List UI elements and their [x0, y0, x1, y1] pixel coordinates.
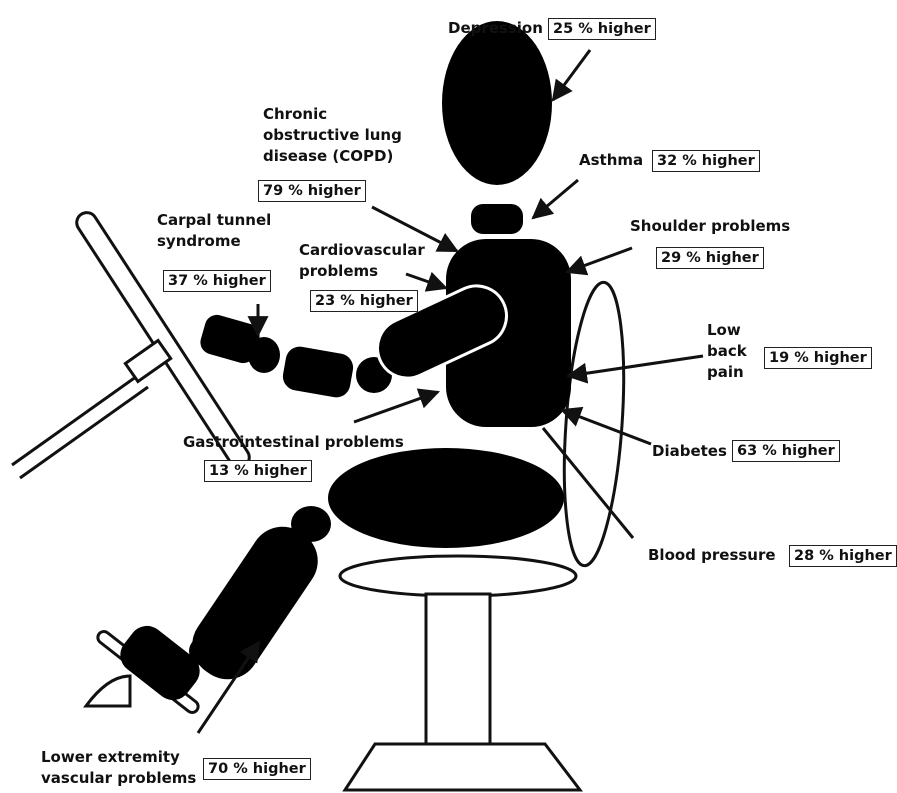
cardio-value: 23 % higher	[310, 290, 418, 312]
lowback-label-line-2: back	[707, 341, 747, 362]
copd-label-line-3: disease (COPD)	[263, 146, 402, 167]
cardio-label-line-1: Cardiovascular	[299, 240, 425, 261]
copd-value: 79 % higher	[258, 180, 366, 202]
carpal-value: 37 % higher	[163, 270, 271, 292]
lowback-label: Low back pain	[707, 320, 747, 383]
seat	[340, 556, 580, 790]
diabetes-label: Diabetes	[652, 441, 727, 462]
gastro-label: Gastrointestinal problems	[183, 432, 404, 453]
arrow-gastro	[354, 392, 438, 422]
depression-value: 25 % higher	[548, 18, 656, 40]
diabetes-value: 63 % higher	[732, 440, 840, 462]
carpal-label: Carpal tunnel syndrome	[157, 210, 271, 252]
lower-extremity-label-line-2: vascular problems	[41, 768, 196, 789]
cardio-label-line-2: problems	[299, 261, 425, 282]
copd-label-line-2: obstructive lung	[263, 125, 402, 146]
gastro-value: 13 % higher	[204, 460, 312, 482]
carpal-label-line-1: Carpal tunnel	[157, 210, 271, 231]
copd-label-line-1: Chronic	[263, 104, 402, 125]
lower-extremity-value: 70 % higher	[203, 758, 311, 780]
lowback-label-line-1: Low	[707, 320, 747, 341]
blood-pressure-value: 28 % higher	[789, 545, 897, 567]
asthma-label: Asthma	[579, 150, 643, 171]
cardio-label: Cardiovascular problems	[299, 240, 425, 282]
asthma-value: 32 % higher	[652, 150, 760, 172]
arrow-depression	[553, 50, 590, 100]
arrow-asthma	[533, 180, 578, 218]
copd-label: Chronic obstructive lung disease (COPD)	[263, 104, 402, 167]
lower-extremity-label-line-1: Lower extremity	[41, 747, 196, 768]
lower-extremity-label: Lower extremity vascular problems	[41, 747, 196, 789]
carpal-label-line-2: syndrome	[157, 231, 271, 252]
shoulder-value: 29 % higher	[656, 247, 764, 269]
blood-pressure-label: Blood pressure	[648, 545, 776, 566]
lowback-label-line-3: pain	[707, 362, 747, 383]
lowback-value: 19 % higher	[764, 347, 872, 369]
depression-label: Depression	[448, 18, 543, 39]
shoulder-label: Shoulder problems	[630, 216, 790, 237]
arrow-shoulder	[567, 248, 632, 272]
